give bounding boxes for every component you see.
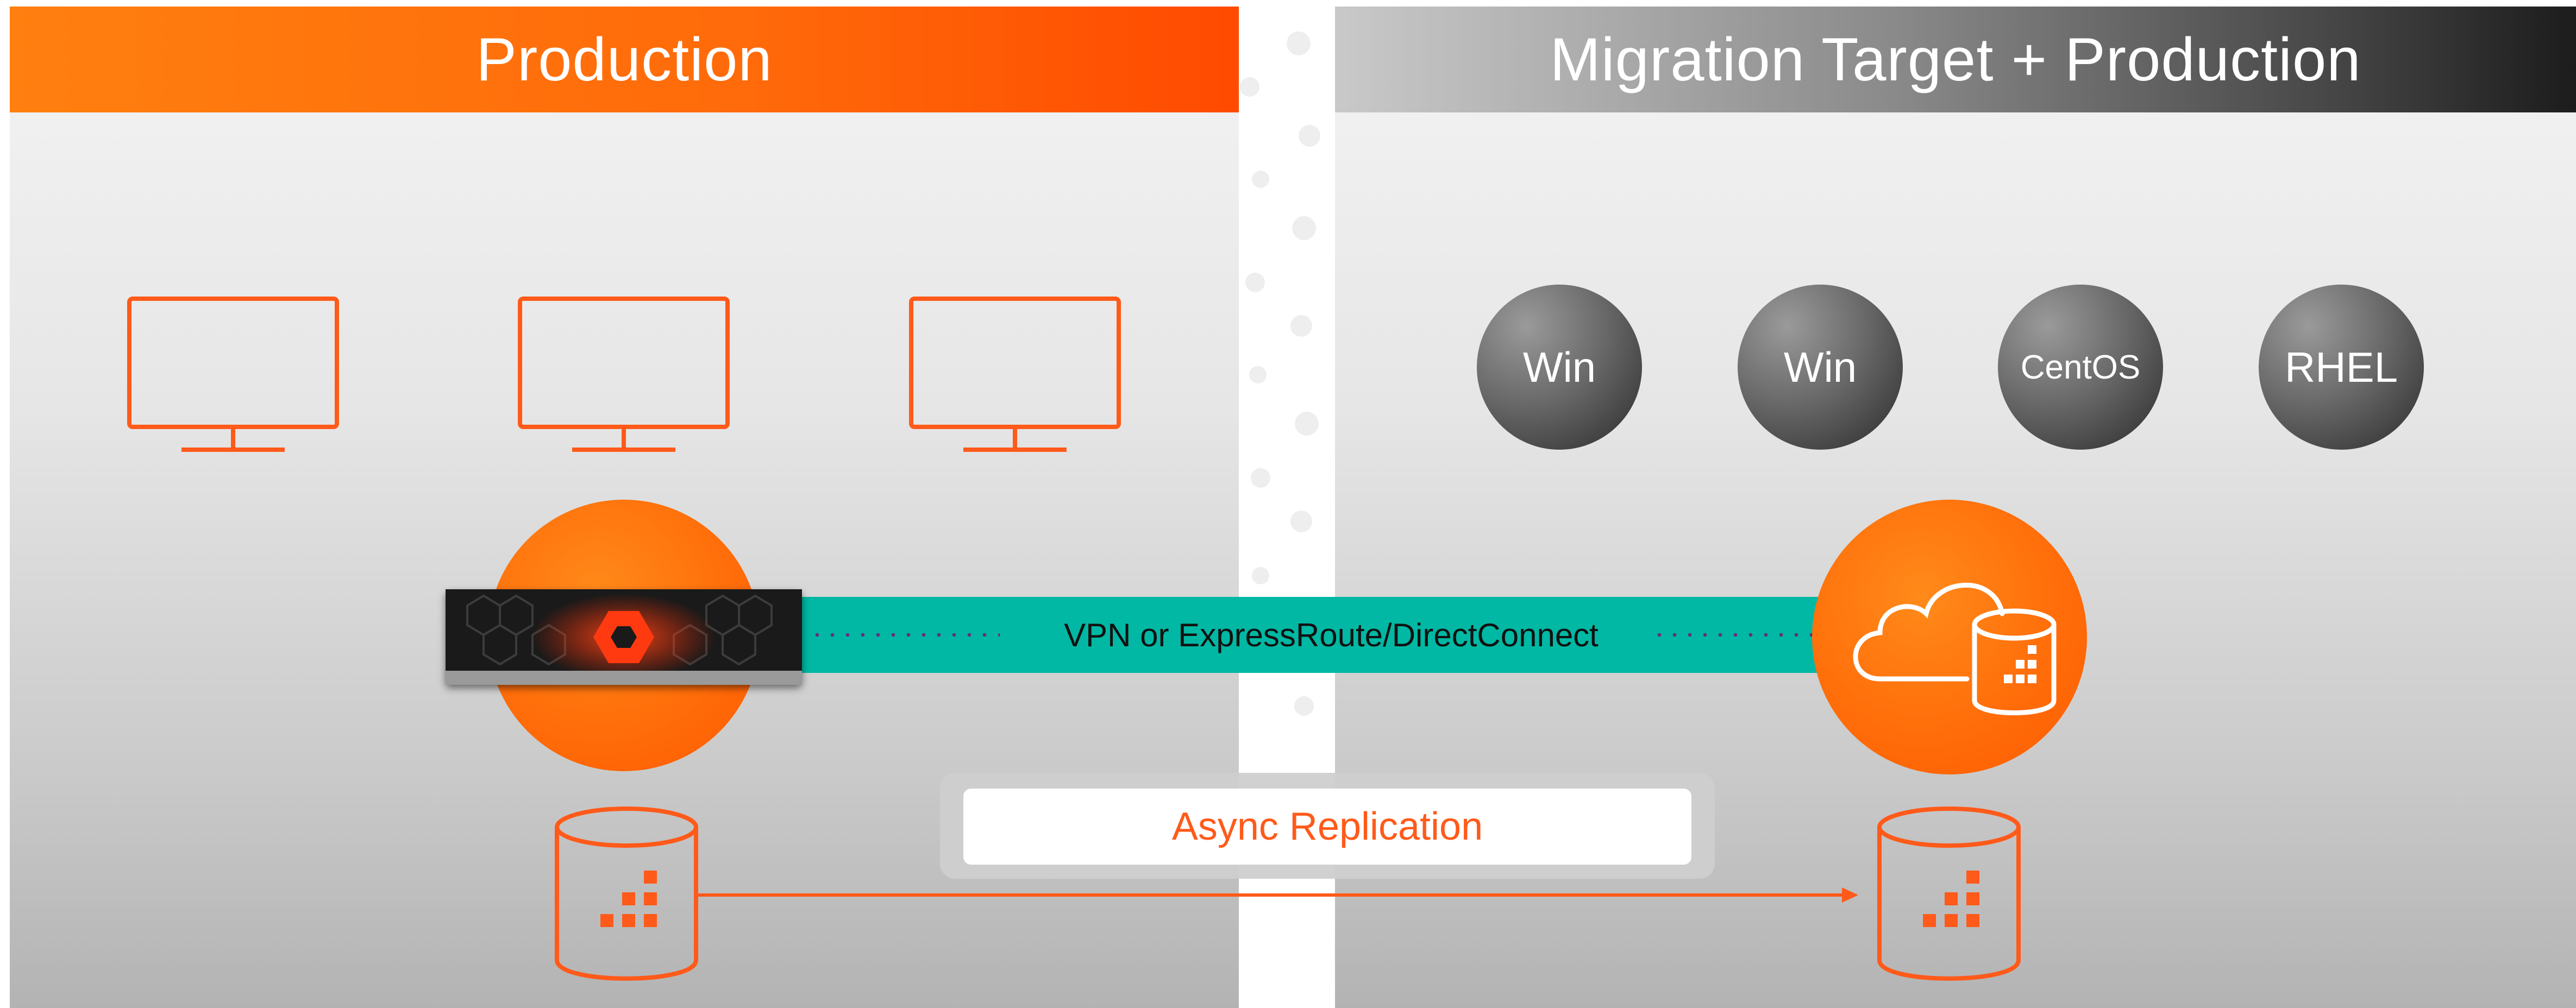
- cloud-database-icon: [1853, 583, 2057, 715]
- monitor-icon: [518, 297, 730, 452]
- connection-dots-right: [1652, 632, 1815, 638]
- connection-label: VPN or ExpressRoute/DirectConnect: [1064, 616, 1599, 653]
- os-win-1: Win: [1477, 285, 1642, 450]
- flasharray-face: [446, 589, 802, 685]
- async-replication-label: Async Replication: [963, 789, 1691, 865]
- flasharray-icon: [446, 589, 802, 685]
- production-header: Production: [10, 7, 1239, 112]
- os-centos: CentOS: [1998, 285, 2163, 450]
- os-rhel: RHEL: [2259, 285, 2424, 450]
- database-icon: [555, 807, 698, 981]
- database-icon: [1877, 807, 2021, 981]
- monitor-icon: [127, 297, 339, 452]
- os-win-2: Win: [1738, 285, 1903, 450]
- migration-target-header: Migration Target + Production: [1335, 7, 2576, 112]
- monitor-icon: [909, 297, 1121, 452]
- connection-dots-left: [810, 632, 1000, 638]
